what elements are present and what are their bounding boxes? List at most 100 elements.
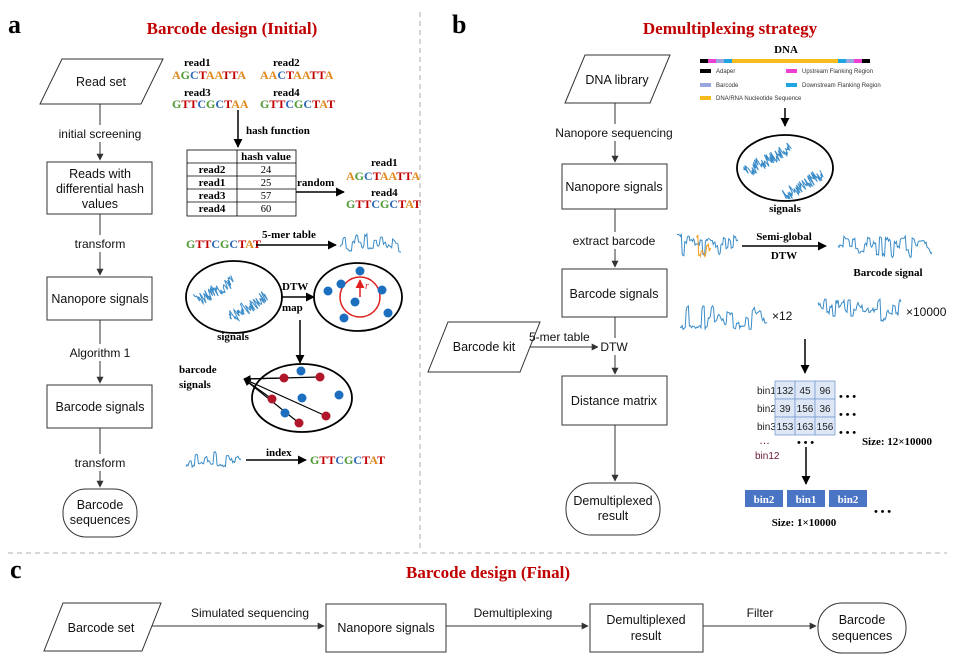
selected-point: [294, 418, 304, 428]
barcode-set-node: [43, 602, 162, 652]
map-label: map: [282, 302, 303, 314]
edge-label-transform-1: transform: [75, 237, 126, 251]
signal-trace-a1: [339, 232, 401, 253]
signals-label-a: signals: [217, 331, 250, 343]
bins-ellipsis: • • •: [874, 506, 891, 518]
panel-b-title: Demultiplexing strategy: [643, 19, 818, 38]
barcode-seq-label-c-1: Barcode: [839, 613, 886, 627]
signal-trace-a2: [185, 450, 242, 469]
panel-c-flow: [43, 602, 907, 654]
edge-label-bg: [566, 232, 664, 249]
hash-row-read: read2: [199, 164, 226, 176]
radius-label: r: [365, 281, 369, 292]
matrix-col-ellipsis-2: • • •: [839, 409, 856, 421]
barcode-seq-label-a-1: Barcode: [77, 498, 124, 512]
matrix-value: 96: [819, 386, 831, 397]
barcode-sequences-node-c: [817, 602, 907, 654]
panel-a-title: Barcode design (Initial): [147, 19, 318, 38]
cluster-point: [339, 313, 349, 323]
result-bin-label: bin1: [796, 494, 817, 506]
demux-result-label-b-2: result: [598, 509, 629, 523]
matrix-row-label: bin3: [757, 422, 776, 433]
demux-result-label-c-2: result: [631, 629, 662, 643]
index-seq: GTTCGCTAT: [310, 453, 385, 467]
hash-row-value: 25: [261, 178, 272, 189]
reads-hash-label-1: Reads with: [69, 167, 131, 181]
edge-label-bg: [598, 338, 630, 355]
dna-bar-segment: [708, 59, 716, 63]
bins-size-label: Size: 1×10000: [772, 517, 837, 529]
read2-seq: AACTAATTA: [260, 68, 334, 82]
demux-result-node-b: [565, 482, 661, 536]
reads-hash-label-2: differential hash: [56, 182, 144, 196]
semi-global-label-2: DTW: [771, 250, 797, 262]
edge-label-bg: [60, 235, 140, 252]
edge-label-bg: [57, 344, 143, 361]
read-signal-trace: [817, 298, 902, 323]
dna-bar-segment: [846, 59, 854, 63]
matrix-value: 132: [777, 386, 794, 397]
panel-b-letter: b: [452, 10, 466, 39]
barcode-signals-text-1: barcode: [179, 364, 217, 376]
legend-label: DNA/RNA Nucleotide Sequence: [716, 96, 802, 102]
legend-label: Barcode: [716, 83, 739, 89]
matrix-row-ellipsis: • • •: [797, 437, 814, 449]
hash-row-read: read4: [199, 203, 226, 215]
edge-label-simulated-seq: Simulated sequencing: [191, 606, 309, 620]
dna-bar-segment: [700, 59, 708, 63]
edge-label-fivemer-b: 5-mer table: [529, 330, 590, 344]
demux-result-label-b-1: Demultiplexed: [573, 494, 652, 508]
edge-label-extract-barcode: extract barcode: [573, 234, 656, 248]
barcode-signal-trace: [837, 234, 933, 259]
cluster-ellipse: [313, 262, 403, 332]
cluster-point: [377, 285, 387, 295]
hash-function-label: hash function: [246, 125, 310, 137]
panel-a-letter: a: [8, 10, 21, 39]
matrix-value: 45: [799, 386, 811, 397]
signals-ellipse-b: [736, 134, 834, 202]
legend-label: Downstream Flanking Region: [802, 83, 881, 89]
nanopore-signals-label-b: Nanopore signals: [565, 180, 662, 194]
matrix-row-label: bin2: [757, 404, 776, 415]
legend-label: Adaper: [716, 69, 735, 75]
cluster-point: [336, 279, 346, 289]
demux-result-label-c-1: Demultiplexed: [606, 613, 685, 627]
selected-read4-label: read4: [371, 187, 398, 199]
edge-label-bg: [550, 124, 680, 141]
dna-library-label: DNA library: [585, 73, 649, 87]
barcode-set-label: Barcode set: [68, 621, 135, 635]
edge-label-dtw-b: DTW: [600, 340, 628, 354]
signals-label-b: signals: [769, 203, 802, 215]
unselected-point: [297, 393, 307, 403]
selected-point: [315, 372, 325, 382]
dna-bar-segment: [724, 59, 732, 63]
reads-hash-label-3: values: [82, 197, 118, 211]
random-label: random: [297, 177, 334, 189]
panel-a-flow: [39, 58, 164, 538]
edge-label-demultiplexing: Demultiplexing: [474, 606, 553, 620]
barcode-seq-label-a-2: sequences: [70, 513, 130, 527]
nanopore-signals-node-c: [325, 603, 447, 653]
read3-seq: GTTCGCTAA: [172, 97, 249, 111]
hash-table-header: hash value: [241, 151, 291, 163]
edge-label-algorithm-1: Algorithm 1: [70, 346, 131, 360]
read1-label: read1: [184, 57, 211, 69]
barcode-signals-label-b: Barcode signals: [570, 287, 659, 301]
dna-library-node: [564, 54, 671, 104]
matrix-value: 156: [817, 422, 834, 433]
signal-squiggle-b2: [781, 170, 824, 200]
distance-matrix-label: Distance matrix: [571, 394, 658, 408]
barcode-kit-node: [427, 321, 541, 373]
read3-label: read3: [184, 87, 211, 99]
result-bin-label: bin2: [838, 494, 859, 506]
barcode-seq-label-c-2: sequences: [832, 629, 892, 643]
raw-signal-trace: [676, 233, 739, 258]
cluster-point: [383, 308, 393, 318]
barcode-signal-points: [267, 366, 344, 428]
selection-line: [243, 378, 327, 417]
legend-swatch: [700, 96, 711, 100]
panel-c-letter: c: [10, 555, 22, 584]
edge-label-nanopore-seq: Nanopore sequencing: [555, 126, 672, 140]
